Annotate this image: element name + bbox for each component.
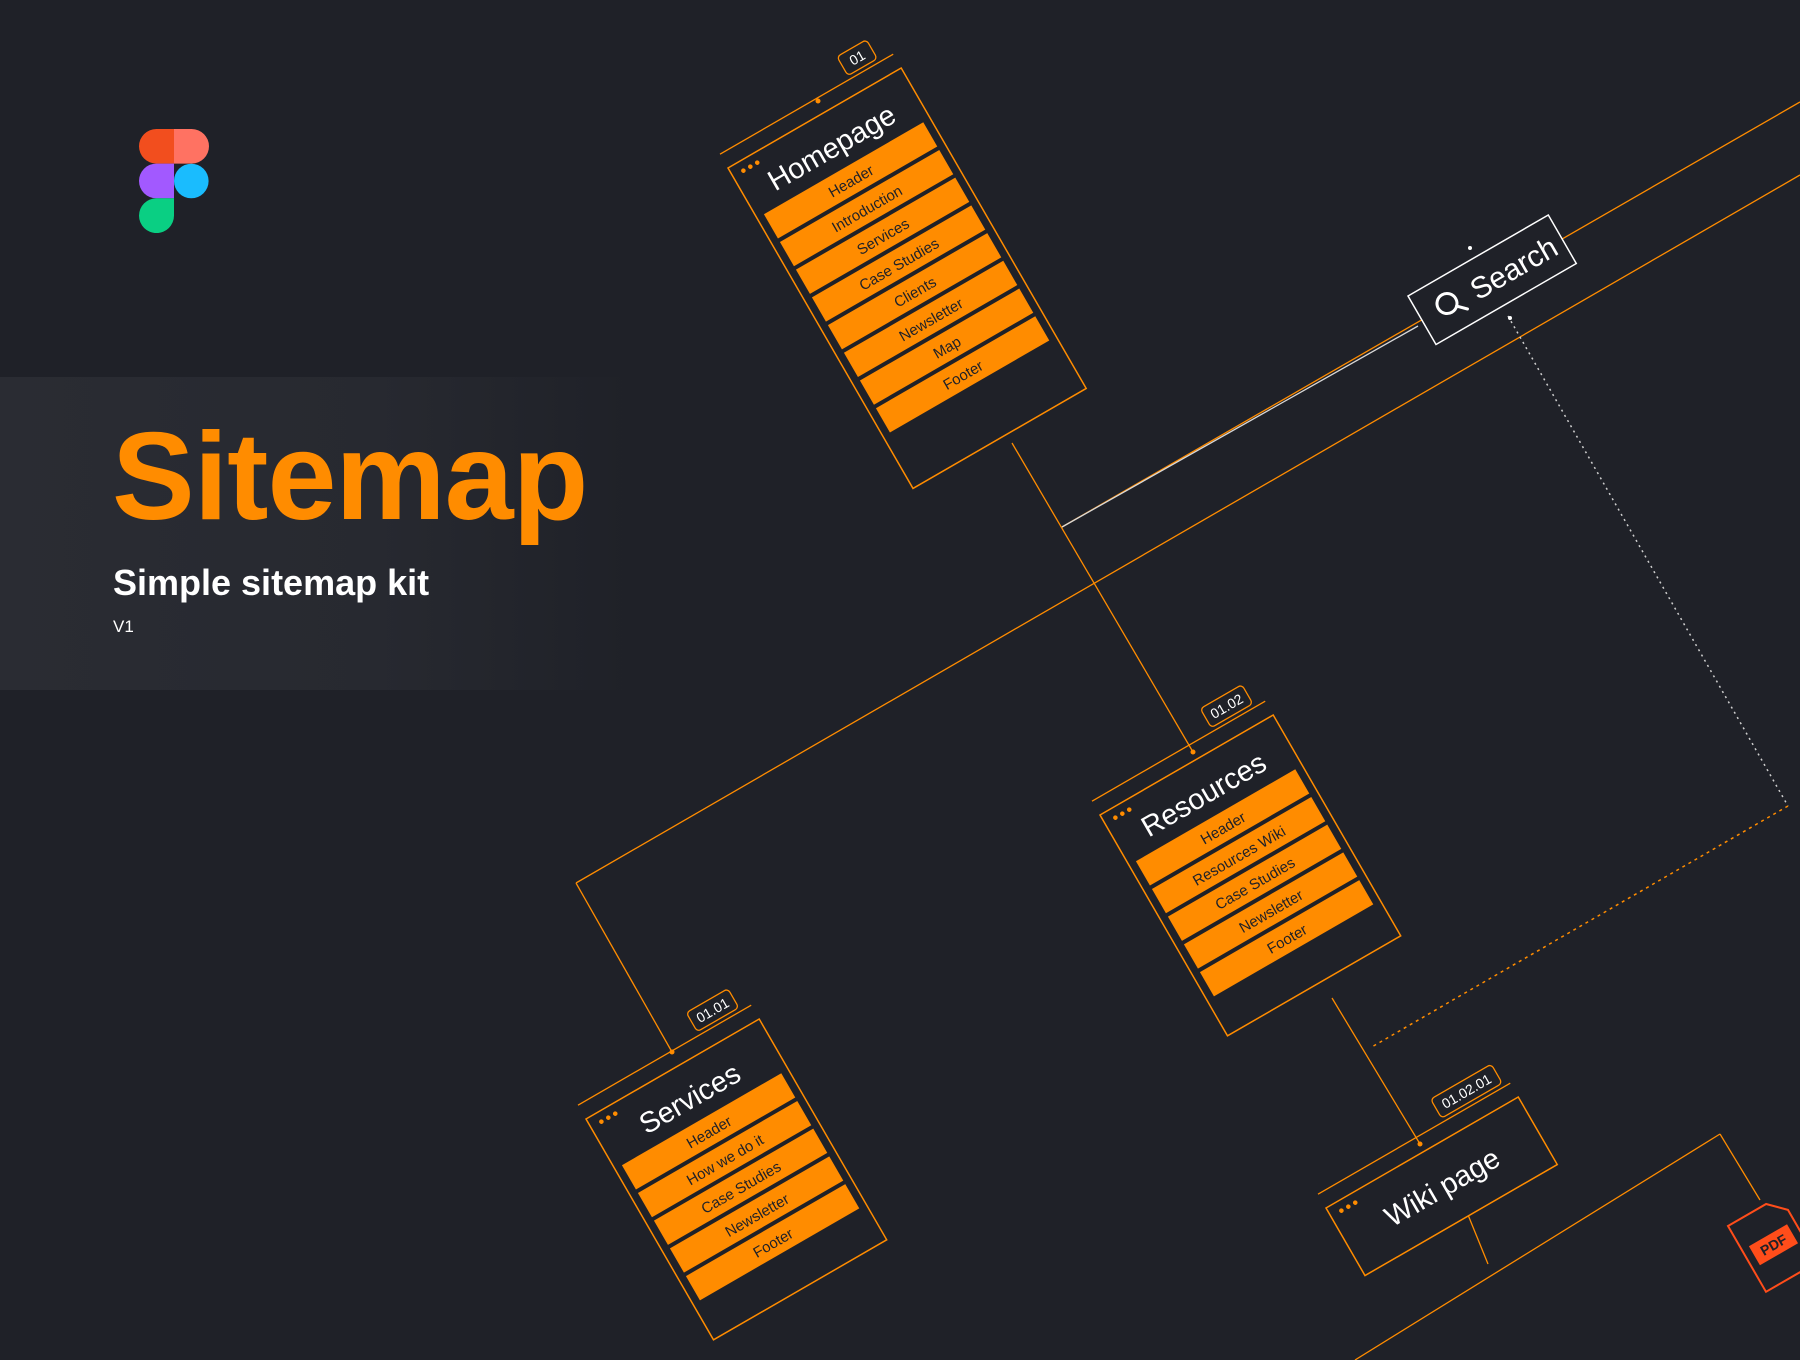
svg-text:01: 01 [846,47,868,69]
resources-items: Header Resources Wiki Case Studies Newsl… [1135,769,1374,997]
hero-band [0,377,630,690]
node-resources[interactable]: 01.02 Resources Header Resources Wiki Ca… [1079,679,1402,1037]
connector-main-diagonal [575,174,1800,884]
wiki-badge: 01.02.01 [1431,1064,1502,1118]
connector-homepage-resources [1011,442,1194,753]
resources-badge: 01.02 [1201,685,1252,727]
homepage-items: Header Introduction Services Case Studie… [763,122,1050,433]
version-label: V1 [113,617,134,636]
dotted-search-link [1507,315,1789,807]
homepage-card-frame [726,66,1088,490]
pdf-file-icon: PDF [1726,1202,1800,1294]
node-homepage[interactable]: 01 Homepage Header Introduction Services… [707,32,1088,490]
services-badge: 01.01 [687,989,738,1031]
figma-logo [139,129,209,233]
wiki-card-frame [1324,1095,1559,1277]
homepage-badge: 01 [837,40,877,75]
node-search[interactable]: Search [1406,213,1578,346]
page-title: Sitemap [112,408,588,546]
dotted-return-link [1369,805,1789,1049]
connector-to-pdf [1719,1133,1761,1201]
node-wiki-page[interactable]: 01.02.01 Wiki page [1305,1061,1559,1277]
node-services[interactable]: 01.01 Services Header How we do it Case … [565,983,888,1341]
connector-search [1061,325,1419,528]
connector-bottom-diagonal [1354,1133,1721,1360]
search-icon [1435,292,1469,316]
connector-to-services [575,882,673,1053]
page-subtitle: Simple sitemap kit [113,562,430,603]
connector-resources-wiki [1331,997,1421,1145]
